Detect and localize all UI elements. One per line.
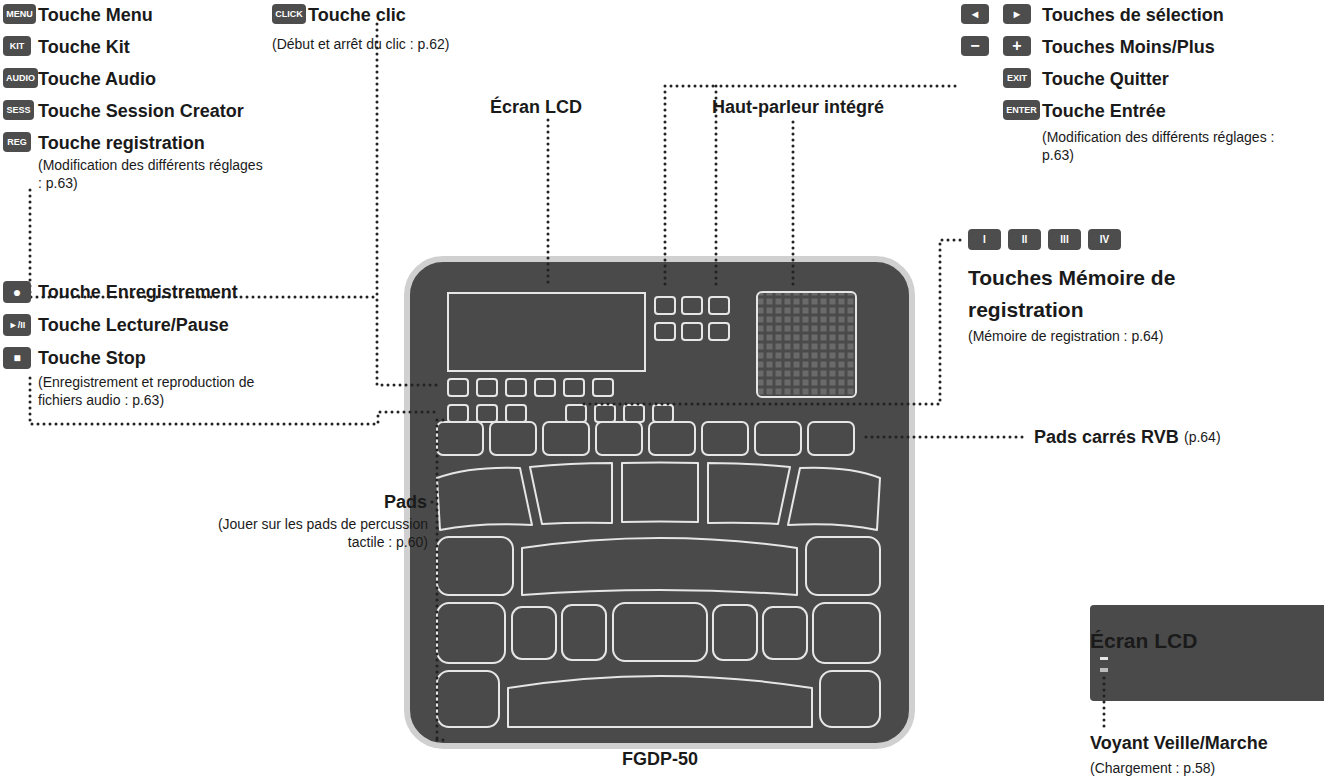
key-label: Touches de sélection — [1042, 4, 1224, 27]
key-icon: ● — [3, 281, 31, 303]
key-caption: ENTER — [1006, 105, 1037, 115]
key-caption: MENU — [6, 9, 33, 19]
key-label: Touche Lecture/Pause — [38, 314, 229, 337]
key-caption: I — [983, 234, 986, 245]
key-icon: AUDIO — [3, 68, 38, 88]
key-caption: + — [1012, 37, 1021, 55]
key-caption: ● — [13, 284, 21, 300]
key-icon: REG — [3, 132, 31, 152]
key-label: Touche Entrée — [1042, 100, 1166, 123]
page-note: (Jouer sur les pads de percussion tactil… — [190, 516, 428, 551]
key-caption: II — [1022, 234, 1028, 245]
key-caption: REG — [7, 137, 27, 147]
key-icon: CLICK — [272, 4, 306, 24]
key-icon: ■ — [3, 347, 31, 369]
key-icon: EXIT — [1003, 68, 1031, 88]
key-caption: IV — [1100, 234, 1109, 245]
key-icon: I — [968, 229, 1001, 250]
part-label: Écran LCD — [490, 96, 582, 119]
key-icon: ◄ — [961, 4, 989, 24]
key-label: Touche registration — [38, 132, 205, 155]
key-label: Touche Kit — [38, 36, 130, 59]
key-caption: ► — [1012, 8, 1023, 20]
key-icon: ENTER — [1003, 100, 1040, 120]
page-note: (Enregistrement et reproduction de fichi… — [38, 374, 270, 409]
key-icon: SESS — [3, 100, 34, 120]
key-label: Touche Audio — [38, 68, 156, 91]
key-caption: ■ — [13, 351, 20, 365]
page-note: (p.64) — [1184, 429, 1221, 447]
part-label: Haut-parleur intégré — [712, 96, 884, 119]
part-label: Pads carrés RVB — [1034, 426, 1179, 449]
key-caption: − — [970, 37, 979, 55]
page-note: (Chargement : p.58) — [1090, 760, 1215, 778]
key-icon: ► — [1003, 4, 1031, 24]
key-caption: EXIT — [1007, 73, 1027, 83]
key-icon: MENU — [3, 4, 36, 24]
key-caption: ◄ — [970, 8, 981, 20]
key-caption: III — [1060, 234, 1068, 245]
part-label: Voyant Veille/Marche — [1090, 732, 1268, 755]
key-icon: ►/II — [3, 314, 31, 336]
key-label: Touches Moins/Plus — [1042, 36, 1215, 59]
part-label: Pads — [372, 491, 427, 514]
key-label: Touche Enregistrement — [38, 281, 238, 304]
key-caption: SESS — [6, 105, 30, 115]
model-name: FGDP-50 — [610, 748, 710, 771]
key-icon: + — [1003, 36, 1031, 56]
key-caption: CLICK — [275, 9, 303, 19]
page-note: (Mémoire de registration : p.64) — [968, 328, 1163, 346]
key-label: Touche Menu — [38, 4, 153, 27]
key-label: Touche clic — [308, 4, 406, 27]
page-note: (Modification des différents réglages : … — [38, 157, 268, 192]
page-note: (Début et arrêt du clic : p.62) — [272, 36, 449, 54]
key-icon: III — [1048, 229, 1081, 250]
key-label: Touche Quitter — [1042, 68, 1169, 91]
key-icon: II — [1008, 229, 1041, 250]
key-icon: − — [961, 36, 989, 56]
key-caption: KIT — [10, 41, 25, 51]
key-caption: AUDIO — [6, 73, 35, 83]
part-label: Écran LCD — [1090, 625, 1197, 657]
key-caption: ►/II — [9, 320, 25, 330]
key-label: Touches Mémoire de registration — [968, 262, 1208, 325]
key-label: Touche Session Creator — [38, 100, 244, 123]
key-icon: IV — [1088, 229, 1121, 250]
key-icon: KIT — [3, 36, 31, 56]
page-note: (Modification des différents réglages : … — [1042, 129, 1282, 164]
key-label: Touche Stop — [38, 347, 146, 370]
